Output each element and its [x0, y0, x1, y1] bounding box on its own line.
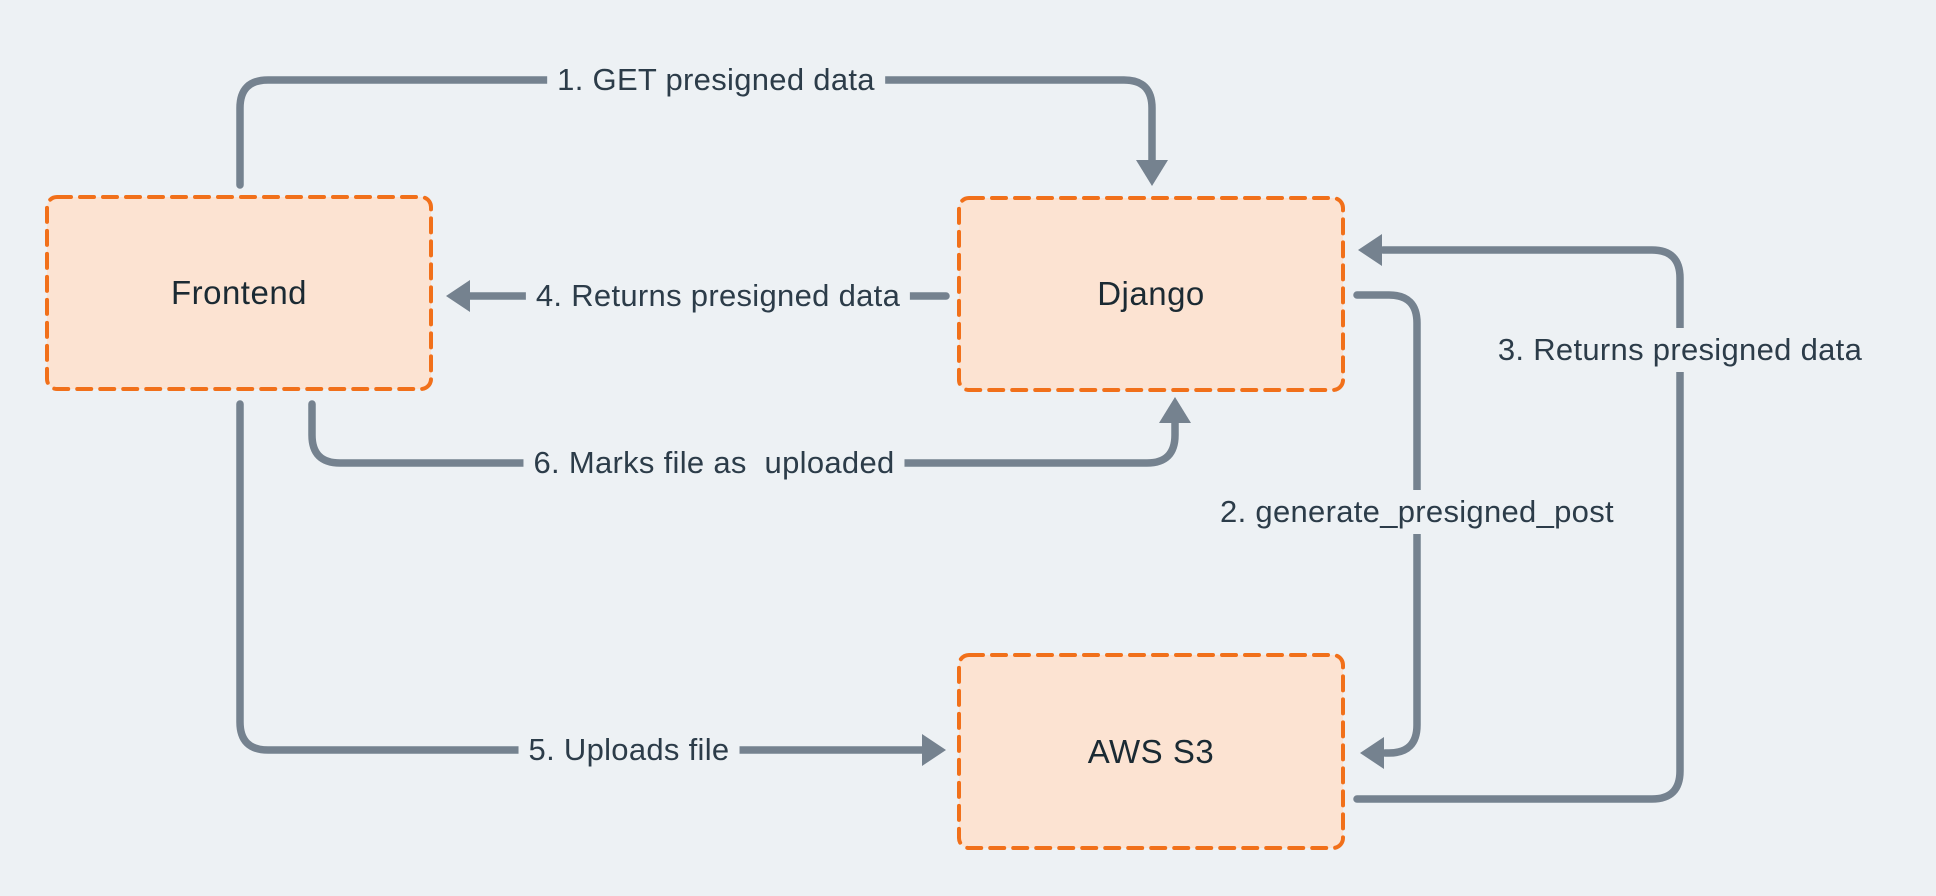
edge-label-returns-presigned-data-s3: 3. Returns presigned data	[1487, 328, 1873, 372]
django-node-label: Django	[1097, 275, 1205, 312]
edge-1-arrowhead	[1136, 160, 1168, 186]
edge-label-marks-file-uploaded: 6. Marks file as uploaded	[523, 441, 905, 485]
edge-3-line	[1353, 246, 1684, 803]
edge-arrowheads	[446, 160, 1384, 769]
django-node: Django	[959, 198, 1343, 390]
edge-5-arrowhead	[922, 734, 946, 766]
edge-label-returns-presigned-data-frontend: 4. Returns presigned data	[525, 274, 911, 318]
django-node-box	[957, 196, 1345, 392]
edge-6-arrowhead	[1159, 397, 1191, 423]
aws-s3-node: AWS S3	[959, 655, 1343, 848]
node-outlines	[45, 195, 1345, 850]
edge-2-arrowhead	[1360, 737, 1384, 769]
frontend-node-box	[45, 195, 433, 391]
aws-s3-node-label: AWS S3	[1087, 732, 1215, 770]
edge-4-arrowhead	[446, 280, 470, 312]
aws-s3-node-box	[957, 653, 1345, 850]
edge-5-line	[236, 400, 927, 754]
edge-label-get-presigned-data: 1. GET presigned data	[547, 58, 885, 102]
edge-label-generate-presigned-post: 2. generate_presigned_post	[1210, 490, 1624, 534]
frontend-node-label: Frontend	[170, 274, 308, 311]
edge-label-uploads-file: 5. Uploads file	[518, 728, 740, 772]
frontend-node: Frontend	[47, 197, 431, 389]
edge-3-arrowhead	[1358, 234, 1382, 266]
